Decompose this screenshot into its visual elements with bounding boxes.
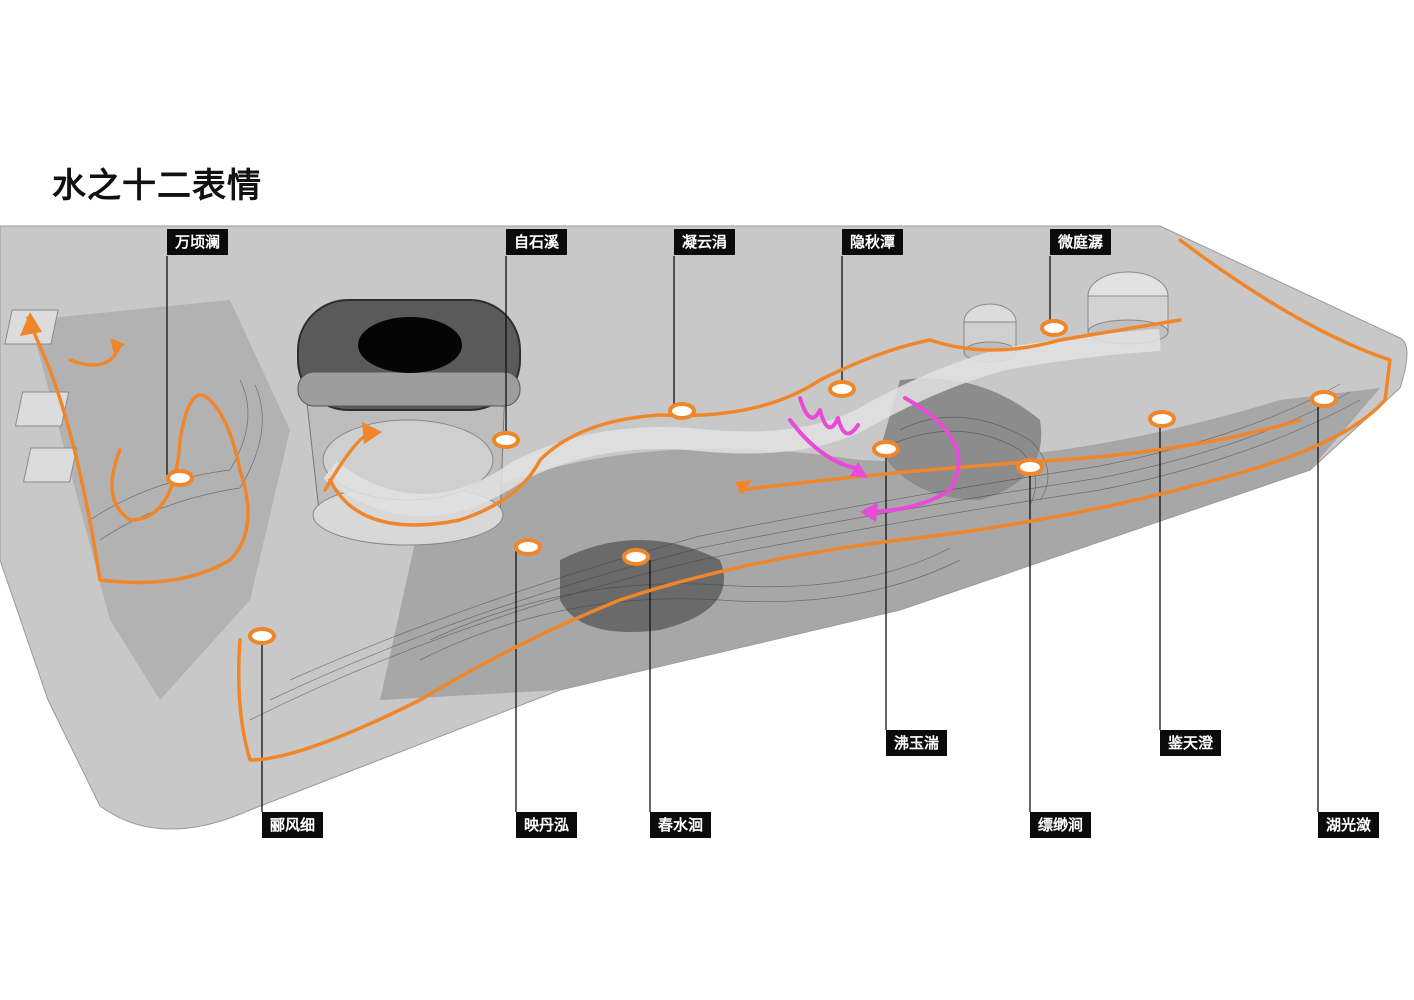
marker-yinqiutan xyxy=(828,380,856,398)
label-zishixi: 自石溪 xyxy=(506,229,568,255)
marker-huguanglian xyxy=(1310,390,1338,408)
marker-feiyutuan xyxy=(872,440,900,458)
label-wanqinglan: 万顷澜 xyxy=(167,229,229,255)
marker-piaomiaojian xyxy=(1016,458,1044,476)
vortex-arrow-1 xyxy=(860,502,878,522)
leader-lines xyxy=(166,256,1319,812)
marker-wanqinglan xyxy=(166,469,194,487)
label-feiyutuan: 沸玉湍 xyxy=(886,730,948,756)
label-chunshuihui: 春水洄 xyxy=(650,812,712,838)
elevated-walkway xyxy=(323,329,1161,516)
route-arrow-up xyxy=(110,338,125,354)
site-terrain-dark xyxy=(30,300,290,700)
buildings-left xyxy=(4,309,78,483)
vortex-marks xyxy=(788,396,961,514)
marker-weitingchan xyxy=(1040,319,1068,337)
marker-ningyunjuan xyxy=(668,402,696,420)
route-arrow-left xyxy=(20,312,42,336)
marker-yingdanhong xyxy=(514,538,542,556)
label-weitingchan: 微庭潺 xyxy=(1050,229,1112,255)
route-arrow-loop xyxy=(362,422,382,444)
label-jiantiancheng: 鉴天澄 xyxy=(1160,730,1222,756)
marker-lifengxi xyxy=(248,627,276,645)
page-title: 水之十二表情 xyxy=(52,166,262,206)
label-piaomiaojian: 缥缈涧 xyxy=(1030,812,1092,838)
vortex-arrow-2 xyxy=(850,462,868,478)
point-markers xyxy=(166,319,1338,645)
orange-route xyxy=(26,238,1392,762)
label-yinqiutan: 隐秋潭 xyxy=(842,229,904,255)
marker-zishixi xyxy=(492,431,520,449)
label-lifengxi: 郦风细 xyxy=(262,812,324,838)
marker-chunshuihui xyxy=(622,548,650,566)
label-ningyunjuan: 凝云涓 xyxy=(674,229,736,255)
label-huguanglian: 湖光潋 xyxy=(1318,812,1380,838)
marker-jiantiancheng xyxy=(1148,410,1176,428)
route-arrow-mid xyxy=(735,480,752,495)
label-yingdanhong: 映丹泓 xyxy=(516,812,578,838)
